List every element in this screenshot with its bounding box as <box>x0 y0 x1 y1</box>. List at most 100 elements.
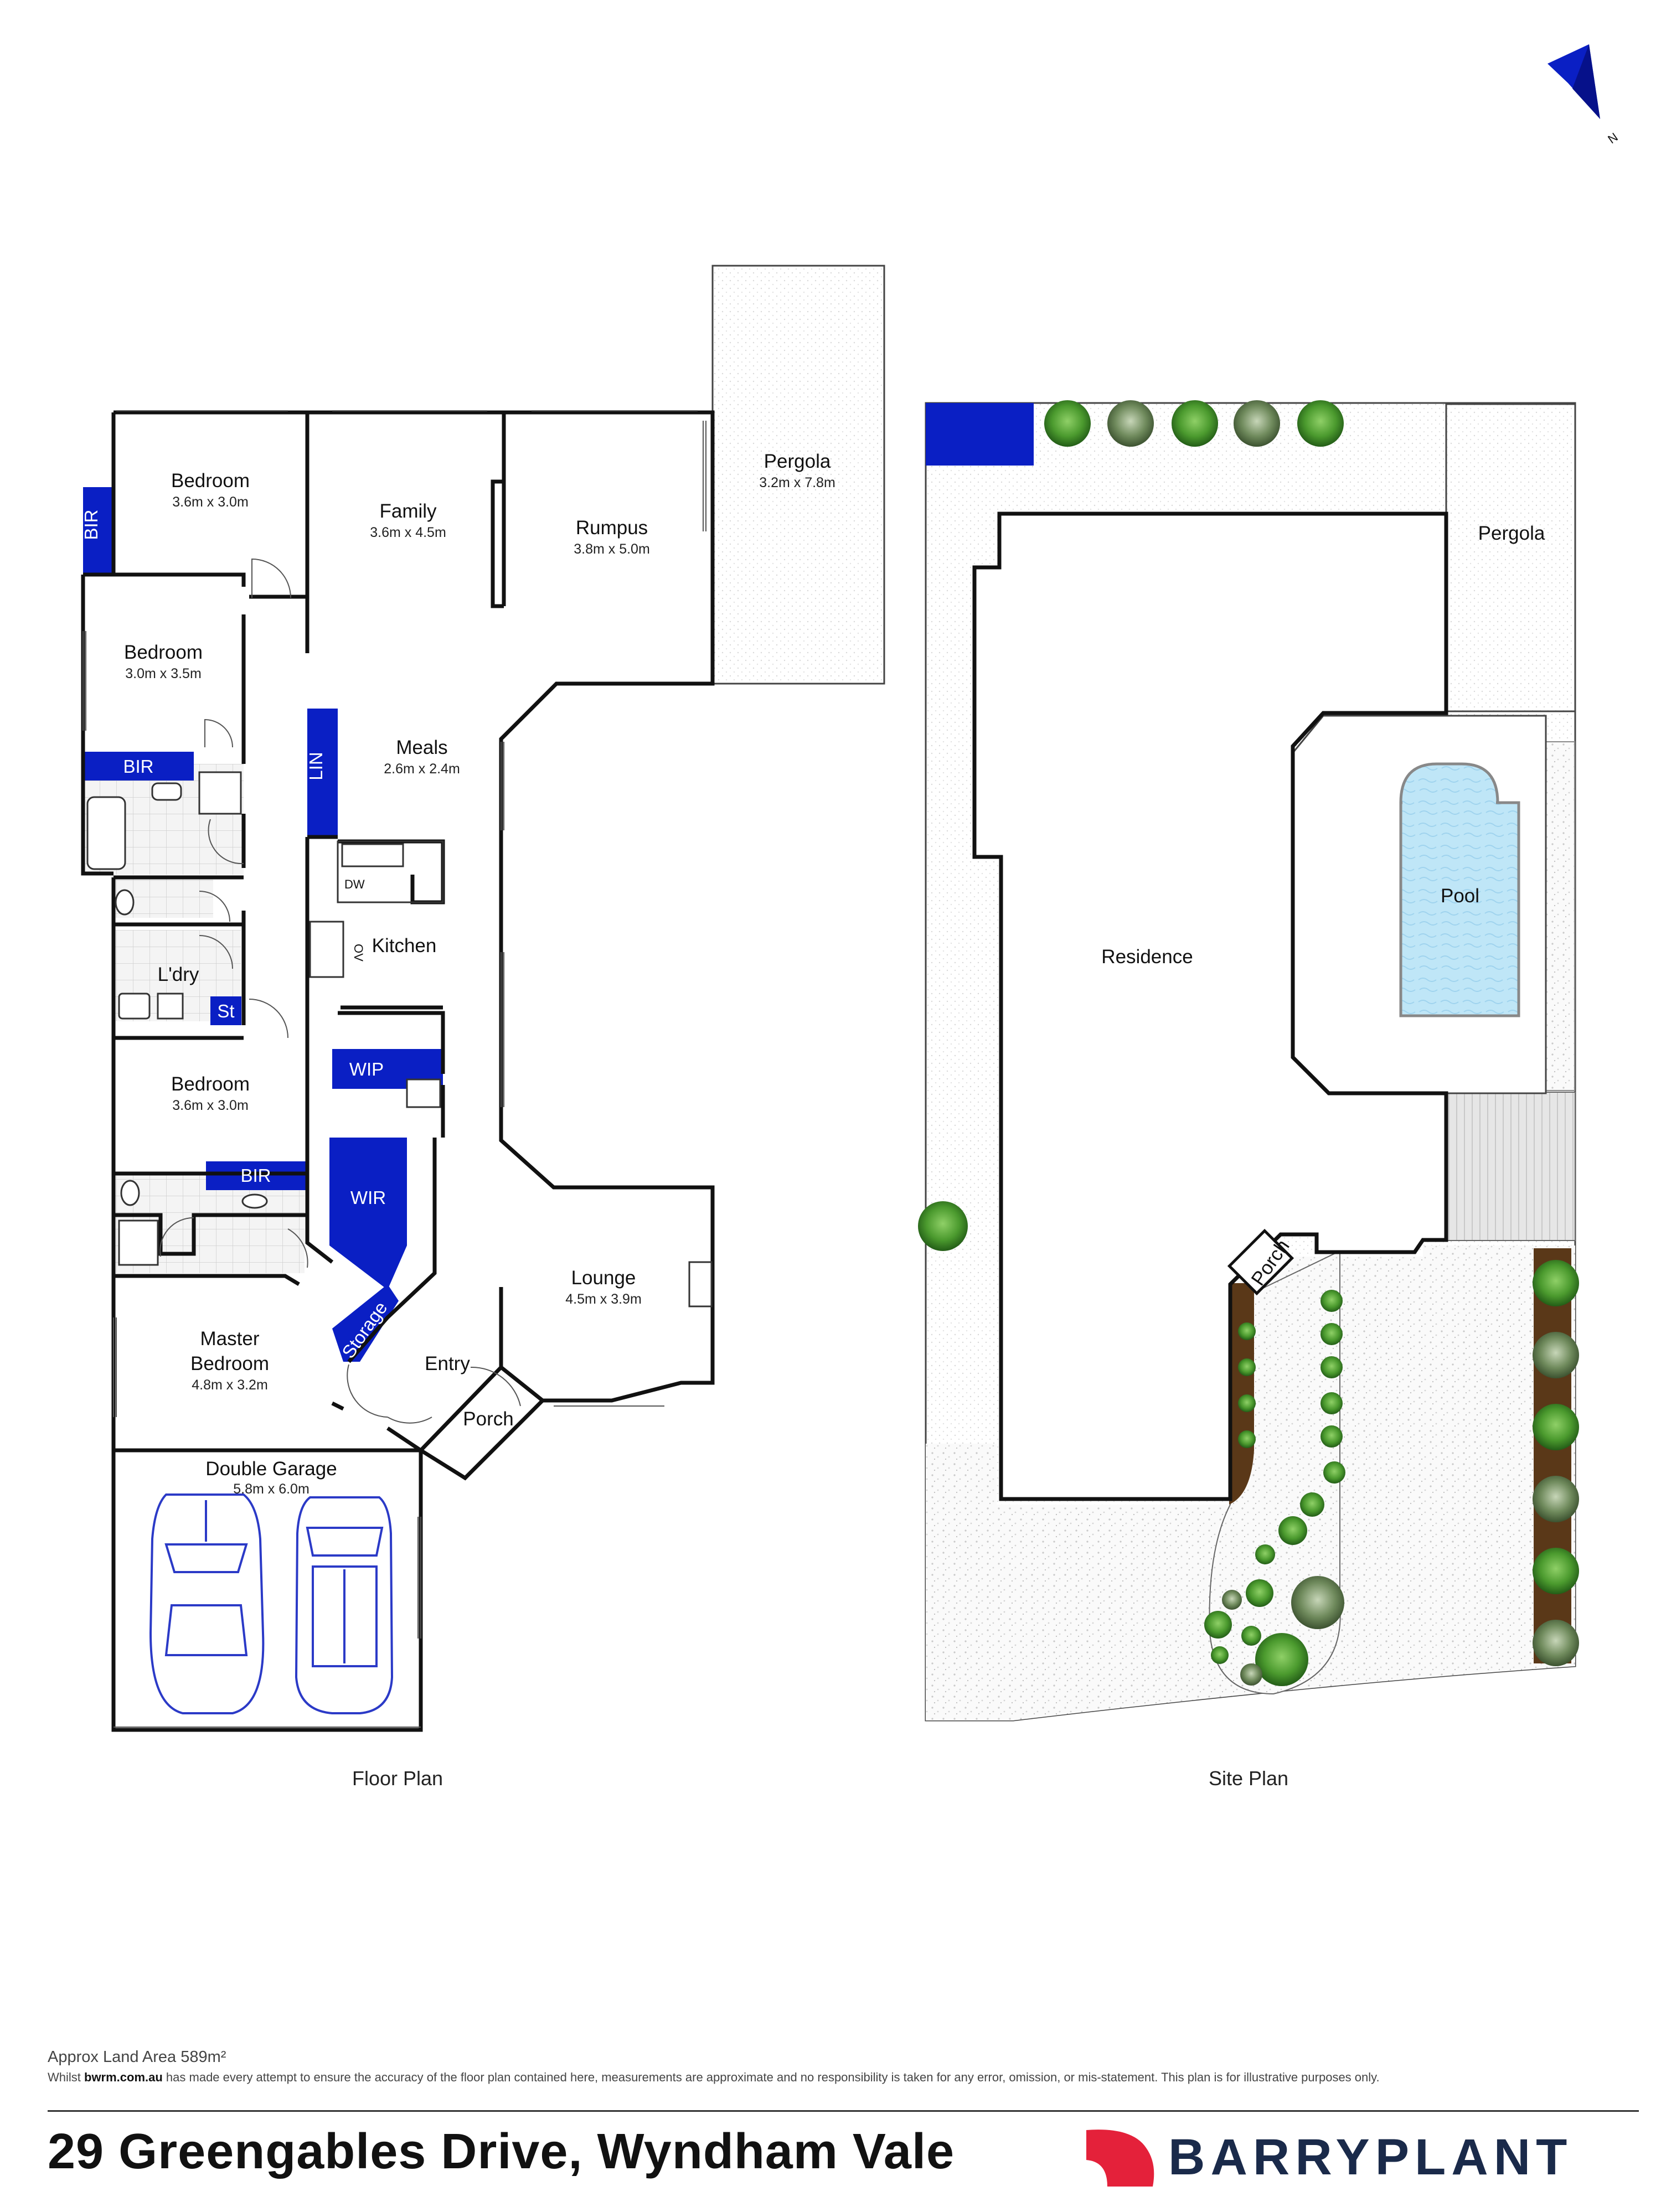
porch-name: Porch <box>463 1408 513 1430</box>
ensuite-toilet-icon <box>120 1180 140 1206</box>
master-dims: 4.8m x 3.2m <box>192 1377 268 1393</box>
garage-dims: 5.8m x 6.0m <box>233 1481 309 1497</box>
pergola-name: Pergola <box>764 451 831 472</box>
basin-icon <box>151 782 182 801</box>
pool-water <box>1399 762 1520 1017</box>
laundry-name: L'dry <box>158 964 199 985</box>
wir-block <box>329 1138 407 1290</box>
dw-label: DW <box>344 877 365 891</box>
property-address: 29 Greengables Drive, Wyndham Vale <box>48 2124 955 2179</box>
entry-name: Entry <box>425 1353 470 1374</box>
ov-label: OV <box>352 944 365 962</box>
fixtures <box>86 771 713 1307</box>
disclaimer-prefix: Whilst <box>48 2070 84 2084</box>
floor-plan: Bedroom 3.6m x 3.0m Family 3.6m x 4.5m R… <box>81 265 885 1790</box>
porch-box <box>1227 1228 1294 1296</box>
bedroom-top-dims: 3.6m x 3.0m <box>172 494 249 510</box>
meals-dims: 2.6m x 2.4m <box>384 761 460 777</box>
wir-label: WIR <box>350 1187 386 1208</box>
shrub-icon <box>1278 1516 1307 1545</box>
land-area: Approx Land Area 589m² <box>48 2048 226 2066</box>
shrub-icon <box>1533 1260 1579 1306</box>
bir-mid-label: BIR <box>123 756 153 777</box>
washer-icon <box>157 993 184 1020</box>
shrub-icon <box>1238 1394 1256 1412</box>
shrub-icon <box>1320 1356 1343 1378</box>
shrub-icon <box>1211 1646 1229 1664</box>
site-blue-block <box>926 403 1034 466</box>
shrub-icon <box>1533 1476 1579 1522</box>
brand-mark-spacer <box>1085 2130 1152 2185</box>
lounge-dims: 4.5m x 3.9m <box>565 1291 642 1307</box>
bedroom-second-name: Bedroom <box>124 642 203 663</box>
shrub-icon <box>1222 1590 1242 1610</box>
cooktop-icon <box>309 921 344 978</box>
shrub-icon <box>1255 1633 1308 1686</box>
shrub-icon <box>1240 1663 1262 1686</box>
shrub-icon <box>1297 400 1344 447</box>
disclaimer: Whilst bwrm.com.au has made every attemp… <box>48 2070 1380 2085</box>
master-name-line2: Bedroom <box>190 1353 269 1374</box>
shrub-icon <box>1533 1620 1579 1666</box>
site-pergola <box>1445 403 1576 712</box>
floor-plan-doors <box>159 558 521 1424</box>
site-pergola-label: Pergola <box>1478 523 1545 544</box>
shrub-icon <box>1238 1322 1256 1340</box>
shrub-icon <box>1320 1323 1343 1345</box>
shrub-icon <box>1255 1544 1275 1564</box>
shrub-icon <box>1204 1611 1232 1639</box>
shrub-icon <box>1323 1461 1345 1484</box>
residence-label: Residence <box>1101 946 1193 968</box>
bir-top-label: BIR <box>81 509 101 540</box>
north-arrow-icon: N <box>1547 44 1621 146</box>
family-dims: 3.6m x 4.5m <box>370 525 446 540</box>
north-label: N <box>1605 130 1620 147</box>
shrub-icon <box>1300 1492 1324 1517</box>
rumpus-dims: 3.8m x 5.0m <box>574 541 650 557</box>
shrub-icon <box>918 1201 968 1251</box>
ensuite-basin-icon <box>241 1193 268 1209</box>
brand-block: BARRYPLANT <box>1085 2127 1572 2188</box>
bedroom-second-dims: 3.0m x 3.5m <box>125 666 202 681</box>
ensuite-shower-icon <box>118 1219 159 1266</box>
meals-name: Meals <box>396 737 447 758</box>
bir-bottom-label: BIR <box>240 1165 271 1186</box>
side-path <box>1545 741 1575 1091</box>
shrubs <box>918 400 1579 1686</box>
shrub-icon <box>1246 1579 1273 1607</box>
lin-label: LIN <box>306 752 326 780</box>
disclaimer-rest: has made every attempt to ensure the acc… <box>162 2070 1380 2084</box>
laundry-tub-icon <box>118 993 151 1020</box>
st-block <box>210 996 241 1025</box>
car-left-icon <box>149 1493 265 1714</box>
shrub-icon <box>1320 1392 1343 1414</box>
floor-plan-walls <box>81 410 715 1732</box>
bedroom-third-name: Bedroom <box>171 1073 250 1095</box>
shrub-icon <box>1291 1576 1344 1629</box>
pool-label: Pool <box>1441 885 1479 907</box>
shrub-icon <box>1238 1358 1256 1376</box>
bir-bottom-block <box>206 1161 308 1190</box>
floor-plan-windows <box>82 410 706 1728</box>
storage-block <box>332 1284 399 1362</box>
pergola-dims: 3.2m x 7.8m <box>759 475 835 490</box>
brand-name: BARRYPLANT <box>1168 2128 1573 2185</box>
footer-divider <box>48 2110 1639 2112</box>
shrub-icon <box>1320 1290 1343 1312</box>
site-deck <box>1446 1092 1576 1241</box>
site-plan: Residence Pergola Pool Porch Site Plan <box>918 400 1579 1790</box>
family-name: Family <box>379 500 437 522</box>
fireplace-icon <box>688 1261 713 1307</box>
residence-outline <box>972 511 1448 1501</box>
barryplant-logo-icon <box>1086 2130 1154 2187</box>
shrub-icon <box>1238 1430 1256 1448</box>
site-plan-caption: Site Plan <box>1209 1767 1288 1790</box>
bir-mid-block <box>83 752 194 781</box>
shrub-icon <box>1172 400 1218 447</box>
bedroom-top-name: Bedroom <box>171 470 250 492</box>
lin-block <box>307 709 338 837</box>
st-label: St <box>217 1001 234 1021</box>
shrub-icon <box>1320 1425 1343 1448</box>
master-name-line1: Master <box>200 1328 260 1350</box>
